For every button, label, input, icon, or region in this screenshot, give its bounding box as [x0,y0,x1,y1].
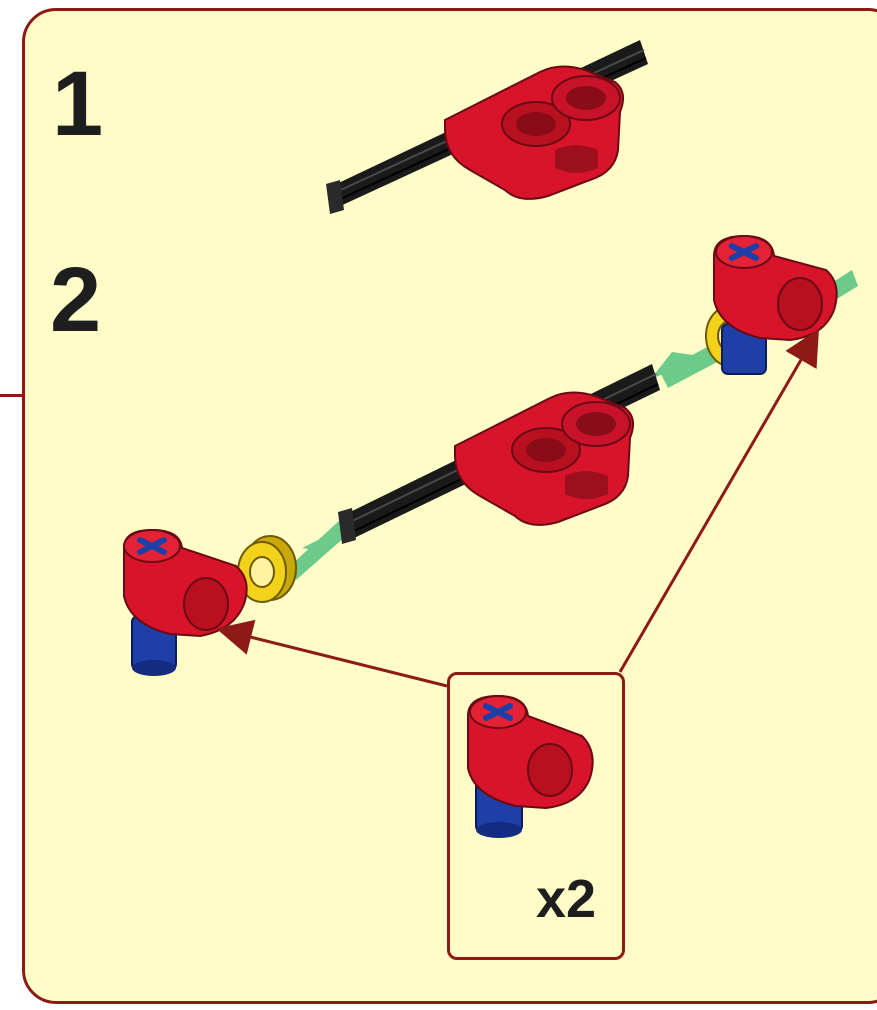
callout-quantity-label: x2 [536,869,597,929]
step-1-assembly [326,40,648,214]
right-axle-pin-connector [713,234,838,375]
step-1-number: 1 [52,53,104,155]
guide-arrow-right [650,352,700,380]
callout-pointer-arrows [216,328,820,688]
left-axle-pin-connector [123,528,248,676]
step-1-beam [444,65,625,200]
callout-axle-pin-connector [467,694,594,838]
pointer-arrow-right [618,328,820,673]
pointer-arrow-left [216,619,448,688]
step-2-number: 2 [50,249,102,351]
guide-arrow-left [302,524,350,552]
step-2-beam [454,391,635,526]
page-edge-rule [0,394,24,397]
